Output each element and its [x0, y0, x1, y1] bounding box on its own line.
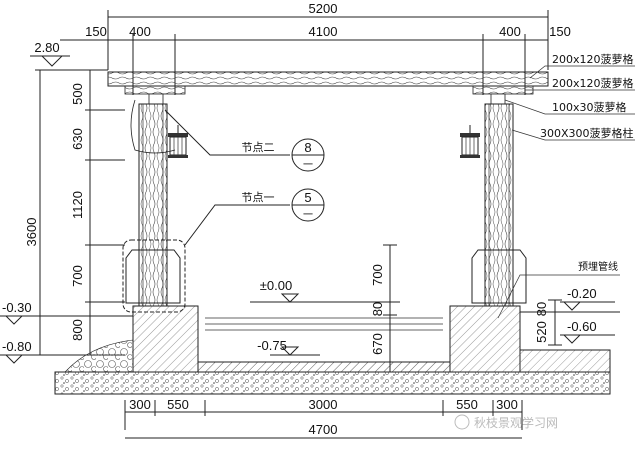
node2-sheet: 一: [303, 160, 313, 171]
top-beam: [107, 71, 549, 87]
watermark-text: 秋枝景观学习网: [474, 415, 558, 430]
dim-right-overhang: 150: [549, 24, 571, 39]
inner-dimensions: ±0.00 -0.75 700 80 670: [250, 244, 400, 373]
bottom-dim-c: 3000: [309, 397, 338, 412]
inner-dim-670: 670: [370, 333, 385, 355]
right-cross-beam: [472, 85, 534, 95]
right-dim-520: 520: [534, 321, 549, 343]
callout-node2: 节点二 8 一: [164, 109, 325, 172]
inner-dim-80: 80: [370, 302, 385, 316]
material-label-3: 100x30菠萝格: [552, 100, 627, 114]
elev-m060: -0.60: [567, 319, 597, 334]
node1-sheet: 一: [303, 210, 313, 221]
elev-m020: -0.20: [567, 286, 597, 301]
foundation: [45, 305, 620, 395]
right-dim-80: 80: [534, 302, 549, 316]
beam-assembly: [107, 71, 549, 105]
node1-number: 5: [304, 190, 311, 205]
bottom-dimensions: 300 550 3000 550 300 4700: [124, 397, 523, 439]
elev-m030: -0.30: [2, 300, 32, 315]
elev-top: 2.80: [34, 40, 59, 55]
inner-dim-700: 700: [370, 264, 385, 286]
node1-label: 节点一: [242, 191, 275, 204]
bottom-dim-d: 550: [456, 397, 478, 412]
dim-700: 700: [70, 265, 85, 287]
top-dimensions: 5200 150 400 4100 400 150: [60, 1, 571, 95]
bottom-dim-e: 300: [496, 397, 518, 412]
node2-label: 节点二: [242, 141, 275, 154]
dim-500: 500: [70, 83, 85, 105]
dim-630: 630: [70, 128, 85, 150]
watermark: 秋枝景观学习网: [454, 414, 558, 430]
dim-total-height: 3600: [24, 218, 39, 247]
elev-000: ±0.00: [260, 278, 292, 293]
dim-overall: 5200: [309, 1, 338, 16]
dim-800: 800: [70, 319, 85, 341]
bottom-dim-b: 550: [167, 397, 189, 412]
bottom-dim-total: 4700: [309, 422, 338, 437]
dim-1120: 1120: [70, 191, 85, 219]
dim-span: 4100: [309, 24, 338, 39]
material-label-1: 200x120菠萝格: [552, 52, 634, 66]
pipe-label: 预埋管线: [578, 260, 618, 273]
elev-m075: -0.75: [257, 338, 287, 353]
pipe-callout: 预埋管线: [497, 260, 620, 319]
node2-number: 8: [304, 140, 311, 155]
bottom-dim-a: 300: [129, 397, 151, 412]
dim-right-col: 400: [499, 24, 521, 39]
dim-left-col: 400: [129, 24, 151, 39]
left-dimensions: 2.80 500 630 1120 700 800 3600 -0.30 -0.…: [0, 40, 125, 364]
right-dimensions: 80 520 -0.20 -0.60: [534, 286, 615, 346]
elev-m080: -0.80: [2, 339, 32, 354]
dim-left-overhang: 150: [85, 24, 107, 39]
callout-node1: 节点一 5 一: [184, 188, 325, 246]
material-label-2: 200x120菠萝格: [552, 76, 634, 90]
right-column: [471, 103, 527, 307]
left-column: [122, 103, 186, 313]
material-label-4: 300X300菠萝格柱: [540, 126, 634, 140]
left-cross-beam: [124, 85, 186, 95]
right-lantern-icon: [460, 125, 480, 158]
material-labels: 200x120菠萝格 200x120菠萝格 100x30菠萝格 300X300菠…: [504, 52, 635, 141]
